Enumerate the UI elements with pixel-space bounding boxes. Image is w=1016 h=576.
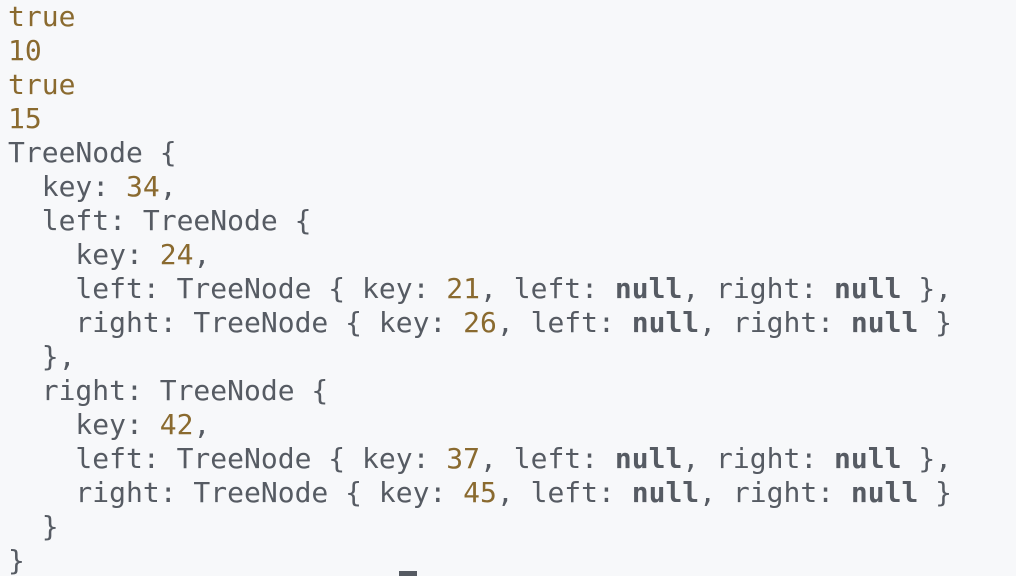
code-text: } <box>8 510 59 543</box>
null-literal: null <box>850 306 919 339</box>
code-text: } <box>8 544 25 576</box>
terminal-line: } <box>8 544 1016 576</box>
terminal-line: TreeNode { <box>8 136 1016 170</box>
terminal-line: true <box>8 0 1016 34</box>
code-text: , left: <box>480 442 615 475</box>
code-text: }, <box>8 340 76 373</box>
terminal-line: key: 24, <box>8 238 1016 272</box>
value-literal: true <box>8 0 76 33</box>
null-literal: null <box>834 442 902 475</box>
value-literal: 34 <box>126 170 160 203</box>
value-literal: 10 <box>8 34 42 67</box>
code-text: key: <box>8 408 160 441</box>
value-literal: 37 <box>446 442 481 475</box>
code-text: , left: <box>480 272 615 305</box>
terminal-line: left: TreeNode { <box>8 204 1016 238</box>
null-literal: null <box>850 476 919 509</box>
code-text: key: <box>8 170 127 203</box>
terminal-line: left: TreeNode { key: 37, left: null, ri… <box>8 442 1016 476</box>
terminal-line: }, <box>8 340 1016 374</box>
code-text: }, <box>901 272 953 305</box>
value-literal: 26 <box>463 306 497 339</box>
code-text: , right: <box>699 306 851 339</box>
code-text: } <box>918 306 953 339</box>
code-text: , right: <box>699 476 851 509</box>
value-literal: 24 <box>159 238 194 271</box>
code-text: , right: <box>682 272 835 305</box>
null-literal: null <box>631 306 700 339</box>
value-literal: 45 <box>463 476 497 509</box>
code-text: , <box>193 408 211 441</box>
null-literal: null <box>631 476 700 509</box>
terminal-line: 10 <box>8 34 1016 68</box>
terminal-line: true <box>8 68 1016 102</box>
code-text: }, <box>901 442 953 475</box>
value-literal: true <box>8 68 76 101</box>
terminal-line: right: TreeNode { key: 45, left: null, r… <box>8 476 1016 510</box>
code-text: right: TreeNode { <box>8 374 329 407</box>
value-literal: 21 <box>446 272 481 305</box>
code-text: TreeNode { <box>8 136 177 169</box>
null-literal: null <box>614 442 683 475</box>
terminal-cursor <box>399 571 417 576</box>
terminal-line: 15 <box>8 102 1016 136</box>
code-text: , left: <box>496 306 632 339</box>
value-literal: 15 <box>8 102 42 135</box>
terminal-line: key: 42, <box>8 408 1016 442</box>
code-text: left: TreeNode { key: <box>8 272 447 305</box>
code-text: , <box>193 238 211 271</box>
code-text: } <box>918 476 953 509</box>
code-text: right: TreeNode { key: <box>8 476 464 509</box>
code-text: left: TreeNode { key: <box>8 442 447 475</box>
code-text: key: <box>8 238 160 271</box>
code-text: left: TreeNode { <box>8 204 312 237</box>
code-text: , left: <box>496 476 632 509</box>
terminal-line: } <box>8 510 1016 544</box>
code-text: , right: <box>682 442 835 475</box>
code-text: right: TreeNode { key: <box>8 306 464 339</box>
null-literal: null <box>834 272 902 305</box>
terminal-line: right: TreeNode { key: 26, left: null, r… <box>8 306 1016 340</box>
value-literal: 42 <box>159 408 194 441</box>
terminal-line: right: TreeNode { <box>8 374 1016 408</box>
null-literal: null <box>614 272 683 305</box>
terminal-line: key: 34, <box>8 170 1016 204</box>
terminal-line: left: TreeNode { key: 21, left: null, ri… <box>8 272 1016 306</box>
code-text: , <box>159 170 177 203</box>
